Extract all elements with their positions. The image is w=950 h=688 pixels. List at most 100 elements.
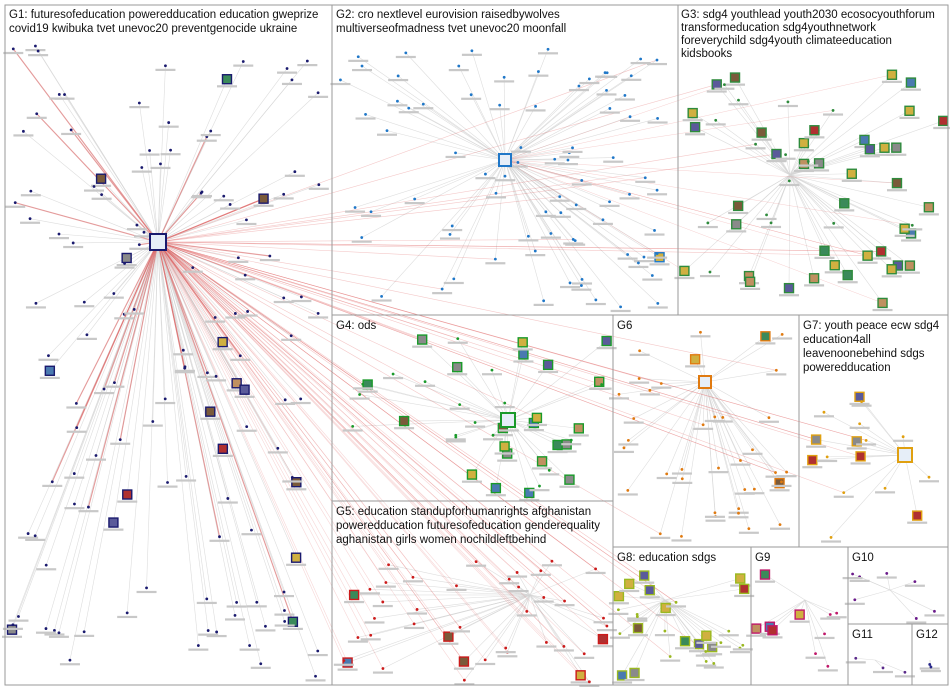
network-node[interactable]	[672, 477, 693, 485]
network-node[interactable]	[541, 559, 562, 567]
network-node[interactable]	[54, 93, 75, 100]
network-node[interactable]	[644, 229, 665, 236]
network-node[interactable]	[360, 633, 381, 641]
network-node[interactable]	[650, 532, 671, 539]
network-node[interactable]	[629, 377, 650, 384]
avatar-node[interactable]	[116, 252, 137, 267]
network-node[interactable]	[255, 624, 276, 632]
avatar-node[interactable]	[519, 487, 540, 502]
network-node[interactable]	[274, 620, 295, 627]
network-node[interactable]	[158, 121, 179, 128]
network-node[interactable]	[213, 194, 234, 202]
avatar-node[interactable]	[447, 361, 468, 376]
network-node[interactable]	[61, 128, 82, 136]
avatar-node[interactable]	[804, 273, 825, 287]
network-node[interactable]	[236, 218, 257, 226]
network-node[interactable]	[510, 146, 531, 153]
avatar-node[interactable]	[846, 436, 867, 450]
network-node[interactable]	[770, 523, 791, 530]
network-node[interactable]	[377, 129, 398, 136]
network-node[interactable]	[525, 104, 546, 112]
network-node[interactable]	[596, 88, 617, 96]
network-node[interactable]	[155, 397, 176, 405]
network-node[interactable]	[388, 74, 409, 82]
network-node[interactable]	[533, 299, 554, 306]
avatar-node[interactable]	[39, 365, 60, 379]
network-node[interactable]	[176, 475, 197, 482]
network-node[interactable]	[305, 674, 326, 682]
network-node[interactable]	[44, 628, 65, 636]
network-node[interactable]	[654, 629, 675, 637]
network-node[interactable]	[117, 611, 138, 619]
network-node[interactable]	[448, 64, 469, 72]
network-node[interactable]	[603, 156, 624, 163]
network-node[interactable]	[142, 420, 163, 427]
hub-node[interactable]	[897, 447, 913, 463]
network-node[interactable]	[475, 172, 496, 180]
network-node[interactable]	[442, 224, 463, 232]
network-node[interactable]	[364, 616, 385, 624]
hub-node[interactable]	[149, 233, 167, 251]
avatar-node[interactable]	[850, 451, 871, 465]
network-node[interactable]	[647, 252, 668, 259]
avatar-node[interactable]	[394, 415, 415, 430]
network-node[interactable]	[461, 49, 482, 56]
avatar-node[interactable]	[696, 630, 717, 644]
network-node[interactable]	[529, 484, 550, 492]
network-node[interactable]	[704, 511, 725, 518]
network-node[interactable]	[333, 659, 354, 666]
network-node[interactable]	[718, 629, 739, 637]
network-node[interactable]	[777, 100, 798, 108]
avatar-node[interactable]	[762, 625, 783, 639]
avatar-node[interactable]	[740, 276, 761, 291]
avatar-node[interactable]	[886, 177, 907, 192]
network-node[interactable]	[544, 157, 565, 165]
network-node[interactable]	[609, 632, 630, 639]
network-node[interactable]	[236, 425, 257, 432]
network-node[interactable]	[920, 665, 941, 673]
network-node[interactable]	[696, 660, 717, 667]
network-node[interactable]	[596, 624, 617, 632]
network-node[interactable]	[217, 497, 238, 504]
network-node[interactable]	[461, 93, 482, 100]
network-node[interactable]	[209, 535, 230, 542]
network-node[interactable]	[597, 71, 618, 78]
network-node[interactable]	[361, 210, 382, 217]
network-node[interactable]	[540, 232, 561, 239]
network-node[interactable]	[817, 664, 838, 672]
avatar-node[interactable]	[91, 173, 112, 187]
avatar-node[interactable]	[899, 260, 920, 274]
network-node[interactable]	[671, 534, 692, 542]
network-node[interactable]	[345, 206, 366, 213]
network-node[interactable]	[550, 211, 571, 218]
avatar-node[interactable]	[628, 622, 649, 637]
avatar-node[interactable]	[886, 142, 907, 156]
network-node[interactable]	[705, 118, 726, 126]
avatar-node[interactable]	[674, 265, 695, 280]
avatar-node[interactable]	[344, 589, 365, 604]
network-node[interactable]	[561, 438, 582, 446]
avatar-node[interactable]	[619, 578, 640, 593]
avatar-node[interactable]	[899, 105, 920, 119]
network-node[interactable]	[728, 511, 749, 519]
network-node[interactable]	[608, 608, 629, 615]
network-node[interactable]	[359, 587, 380, 595]
network-node[interactable]	[660, 655, 681, 662]
network-node[interactable]	[538, 47, 559, 55]
avatar-node[interactable]	[608, 590, 629, 605]
network-node[interactable]	[557, 158, 578, 166]
network-node[interactable]	[84, 185, 105, 192]
avatar-node[interactable]	[849, 391, 870, 406]
avatar-node[interactable]	[881, 264, 902, 278]
avatar-node[interactable]	[804, 125, 825, 139]
hub-node[interactable]	[500, 412, 516, 428]
network-node[interactable]	[708, 466, 729, 474]
network-node[interactable]	[690, 330, 711, 338]
avatar-node[interactable]	[624, 667, 645, 682]
avatar-node[interactable]	[234, 384, 255, 398]
network-node[interactable]	[48, 631, 69, 638]
avatar-node[interactable]	[461, 469, 482, 483]
network-node[interactable]	[494, 401, 515, 409]
network-node[interactable]	[66, 426, 87, 433]
network-node[interactable]	[174, 365, 195, 372]
